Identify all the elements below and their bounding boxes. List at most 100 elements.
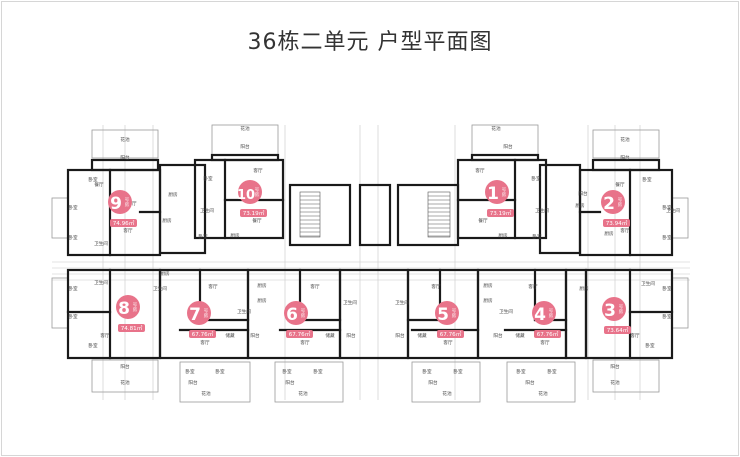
- room-label: 卧室: [662, 234, 672, 241]
- balcony-outline: [179, 361, 251, 403]
- badge-circle: [238, 180, 262, 204]
- room-label: 阳台: [503, 143, 513, 150]
- room-label: 卧室: [516, 368, 526, 375]
- room-label: 阳台: [620, 154, 630, 161]
- unit-area: 74.81㎡: [121, 324, 143, 332]
- room-label: 花池: [120, 136, 130, 143]
- room-label: 卧室: [313, 368, 323, 375]
- room-label: 阳台: [525, 379, 535, 386]
- unit-area: 67.76㎡: [440, 330, 462, 338]
- room-label: 卧室: [68, 313, 78, 320]
- stair-box: [299, 191, 321, 238]
- badge-circle: [485, 180, 509, 204]
- room-label: 阳台: [188, 379, 198, 386]
- room-label: 卧室: [68, 234, 78, 241]
- room-label: 卧室: [645, 342, 655, 349]
- balcony-outline: [471, 124, 539, 156]
- unit-suffix: 号: [255, 187, 260, 193]
- room-label: 阳台: [240, 143, 250, 150]
- room-label: 卧室: [532, 233, 542, 240]
- area-box: [487, 209, 514, 217]
- unit-area: 67.76㎡: [192, 330, 214, 338]
- room-label: 卧室: [662, 204, 672, 211]
- room-label: 厨房: [579, 285, 589, 292]
- wall: [90, 158, 160, 172]
- room-label: 花池: [120, 379, 130, 386]
- balcony-outline: [51, 277, 69, 329]
- room-label: 卧室: [215, 368, 225, 375]
- room-label: 客厅: [540, 339, 550, 346]
- room-labels: 花池阳台餐厅卧室卧室卧室卫生间厨房客厅厨房客厅花池阳台卧室客厅卫生间卧室餐厅厨房…: [68, 125, 680, 397]
- unit-number: 7: [189, 305, 201, 325]
- page-title: 36栋二单元 户型平面图: [247, 30, 493, 55]
- room-label: 花池: [201, 390, 211, 397]
- room-label: 卧室: [453, 368, 463, 375]
- room-label: 阳台: [120, 363, 130, 370]
- wall: [338, 268, 410, 360]
- room-label: 卧室: [198, 233, 208, 240]
- badge-circle: [108, 190, 132, 214]
- area-box: [240, 209, 267, 217]
- unit-suffix: 号: [301, 308, 306, 314]
- room-label: 客厅: [475, 167, 485, 174]
- unit-number: 6: [286, 305, 298, 325]
- unit-suffix: 房: [133, 306, 138, 313]
- unit-suffix: 号: [452, 308, 457, 314]
- area-box: [534, 330, 561, 338]
- unit-suffix: 号: [125, 197, 130, 203]
- badge-circle: [602, 297, 626, 321]
- unit-suffix: 房: [301, 312, 306, 319]
- room-label: 阳台: [346, 332, 356, 339]
- room-label: 卧室: [88, 176, 98, 183]
- plan-walls: [66, 153, 674, 360]
- room-label: 卫生间: [395, 299, 409, 306]
- unit-suffix: 房: [125, 201, 130, 208]
- room-label: 卫生间: [237, 308, 251, 315]
- room-label: 阳台: [285, 379, 295, 386]
- badge-circle: [435, 301, 459, 325]
- unit-number: 8: [118, 299, 130, 319]
- area-box: [437, 330, 464, 338]
- unit-area: 67.76㎡: [289, 330, 311, 338]
- room-label: 阳台: [428, 379, 438, 386]
- room-label: 客厅: [310, 283, 320, 290]
- unit-number: 5: [437, 305, 449, 325]
- balcony-outline: [91, 359, 159, 393]
- area-box: [189, 330, 216, 338]
- unit-number: 2: [603, 194, 615, 214]
- stair-box: [427, 191, 451, 238]
- room-label: 卫生间: [94, 279, 108, 286]
- room-label: 花池: [298, 390, 308, 397]
- balcony-outline: [506, 361, 576, 403]
- room-label: 卧室: [547, 368, 557, 375]
- room-label: 厨房: [162, 217, 172, 224]
- room-label: 储藏: [225, 332, 235, 339]
- room-label: 储藏: [325, 332, 335, 339]
- balcony-outline: [592, 129, 660, 159]
- room-label: 客厅: [123, 227, 133, 234]
- badge-circle: [116, 295, 140, 319]
- room-label: 花池: [620, 136, 630, 143]
- unit-suffix: 号: [618, 197, 623, 203]
- room-label: 客厅: [443, 339, 453, 346]
- room-label: 储藏: [417, 332, 427, 339]
- unit-number: 9: [110, 194, 122, 214]
- unit-suffix: 号: [619, 304, 624, 310]
- room-label: 厨房: [257, 297, 267, 304]
- room-label: 厨房: [498, 232, 508, 239]
- unit-suffix: 号: [133, 302, 138, 308]
- room-label: 储藏: [515, 332, 525, 339]
- room-label: 卧室: [203, 175, 213, 182]
- room-label: 卧室: [662, 313, 672, 320]
- balcony-outline: [671, 277, 689, 329]
- wall: [358, 183, 392, 247]
- room-label: 餐厅: [478, 217, 488, 224]
- balcony-outline: [592, 359, 660, 393]
